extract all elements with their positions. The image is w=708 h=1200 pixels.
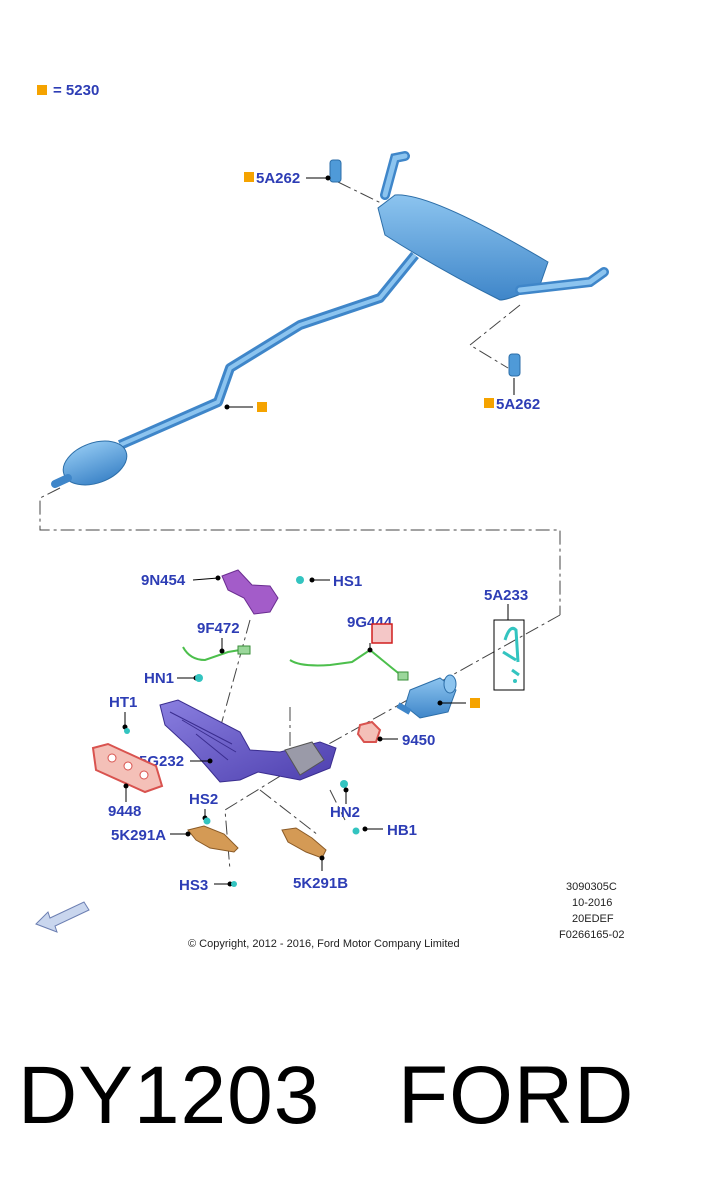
label-hn2: HN2 bbox=[330, 804, 360, 821]
fastener-hb1 bbox=[352, 827, 360, 835]
marker-9g444-red bbox=[371, 623, 393, 644]
oxygen-sensor-9g444 bbox=[289, 648, 403, 677]
label-hs1: HS1 bbox=[333, 573, 362, 590]
label-9f472: 9F472 bbox=[197, 620, 240, 637]
fastener-hn1 bbox=[195, 674, 203, 682]
label-5a262-top: 5A262 bbox=[256, 170, 300, 187]
oxygen-sensor-9f472 bbox=[182, 646, 241, 662]
fastener-hs1 bbox=[296, 576, 304, 584]
label-ht1: HT1 bbox=[109, 694, 137, 711]
hanger-insulator-right bbox=[508, 353, 521, 377]
legend-marker bbox=[37, 85, 47, 95]
marker-5a262-top bbox=[244, 172, 254, 182]
brand-text: FORD bbox=[398, 1050, 635, 1141]
label-5k291a: 5K291A bbox=[111, 827, 166, 844]
bracket-5k291b bbox=[281, 827, 327, 859]
hanger-insulator-top bbox=[329, 159, 342, 183]
label-hn1: HN1 bbox=[144, 670, 174, 687]
part-number-text: DY1203 bbox=[18, 1050, 321, 1141]
vehicle-front-arrow-icon bbox=[35, 901, 90, 933]
marker-pipe bbox=[257, 402, 267, 412]
catalytic-converter bbox=[396, 674, 457, 719]
bracket-5a233 bbox=[502, 626, 520, 677]
exhaust-system-diagram: = 5230 5A262 5A262 9N4 bbox=[35, 82, 624, 950]
connection-lines bbox=[39, 181, 561, 871]
marker-cat bbox=[470, 698, 480, 708]
intermediate-pipe bbox=[51, 251, 419, 488]
label-5a262-right: 5A262 bbox=[496, 396, 540, 413]
fastener-hs3 bbox=[231, 881, 237, 887]
meta-line-3: 20EDEF bbox=[572, 913, 614, 925]
copyright-text: © Copyright, 2012 - 2016, Ford Motor Com… bbox=[188, 938, 460, 950]
label-hs3: HS3 bbox=[179, 877, 208, 894]
label-9n454: 9N454 bbox=[141, 572, 186, 589]
label-9450: 9450 bbox=[402, 732, 435, 749]
fastener-hn2 bbox=[340, 780, 348, 788]
marker-5a262-right bbox=[484, 398, 494, 408]
meta-line-1: 3090305C bbox=[566, 881, 617, 893]
bracket-5k291a bbox=[187, 825, 239, 853]
label-5k291b: 5K291B bbox=[293, 875, 348, 892]
box-5a233 bbox=[493, 619, 525, 691]
heat-shield-9n454 bbox=[221, 569, 279, 615]
label-5a233: 5A233 bbox=[484, 587, 528, 604]
label-hb1: HB1 bbox=[387, 822, 417, 839]
fastener-hs2 bbox=[203, 817, 211, 825]
label-hs2: HS2 bbox=[189, 791, 218, 808]
rear-muffler-assembly bbox=[377, 151, 609, 301]
meta-line-4: F0266165-02 bbox=[559, 929, 624, 941]
legend-text: = 5230 bbox=[53, 82, 99, 99]
gasket-9450 bbox=[356, 720, 382, 743]
meta-line-2: 10-2016 bbox=[572, 897, 612, 909]
exhaust-manifold-5g232 bbox=[159, 699, 337, 783]
fastener-ht1 bbox=[124, 728, 130, 734]
label-9448: 9448 bbox=[108, 803, 141, 820]
